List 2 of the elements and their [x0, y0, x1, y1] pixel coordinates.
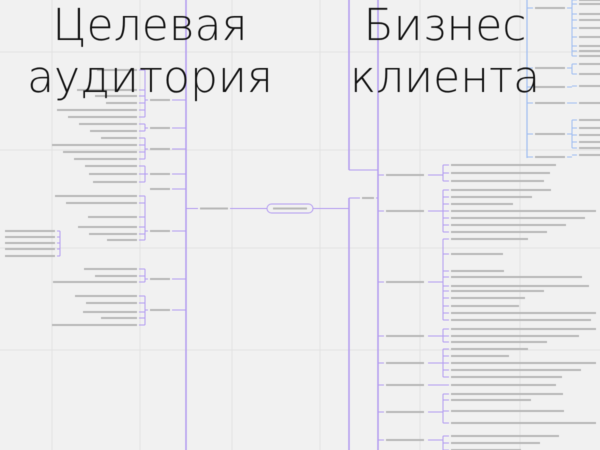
heading-text: Целевая аудитория — [26, 0, 274, 104]
heading-text: Бизнес клиента — [348, 0, 542, 104]
